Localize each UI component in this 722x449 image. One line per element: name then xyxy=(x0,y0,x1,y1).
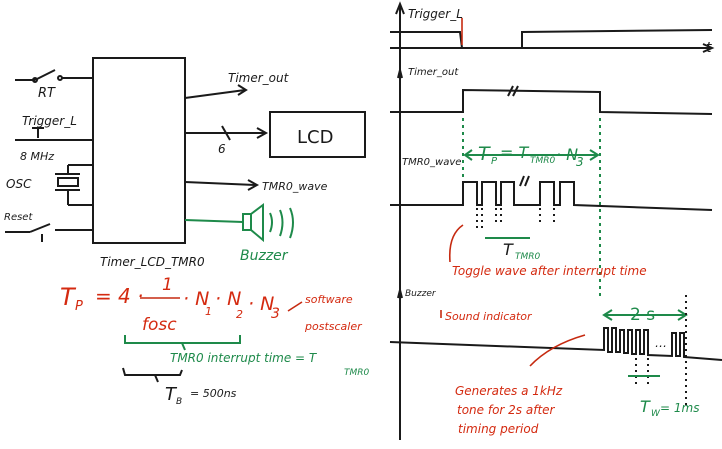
trigger-switch: Trigger_L xyxy=(15,114,93,141)
equals-sign: = xyxy=(95,284,112,308)
ttmr0-symbol: T xyxy=(503,240,514,259)
bus-width-label: 6 xyxy=(218,142,226,156)
tp-formula-eq: = T xyxy=(500,143,529,162)
timer-out-output: Timer_out xyxy=(184,71,290,99)
buzzer-output: Buzzer xyxy=(184,203,294,264)
tw-sub: W xyxy=(651,409,661,419)
oscillator: 8 MHz OSC xyxy=(6,150,93,206)
tmr0-wave-label: TMR0_wave xyxy=(262,180,328,193)
period-equation: T P = 4 · 1 fosc · N 1 · N 2 · N 3 softw… xyxy=(60,275,370,407)
tp-formula-tmr0: TMR0 xyxy=(530,156,556,166)
timer-block xyxy=(92,57,186,244)
tone-note-line-1: Generates a 1kHz xyxy=(455,384,563,398)
tw-symbol: T xyxy=(640,397,651,416)
ttmr0-sub: TMR0 xyxy=(515,252,541,262)
n3: · N xyxy=(248,293,274,315)
software-note: software xyxy=(305,293,353,306)
tmr0-interrupt-label: TMR0 interrupt time = T xyxy=(170,351,318,365)
timer-out-waveform xyxy=(390,88,713,115)
n2: · N xyxy=(215,288,241,310)
n2-sub: 2 xyxy=(236,308,243,321)
crystal-icon xyxy=(57,177,79,187)
postscaler-note: postscaler xyxy=(304,320,363,333)
speaker-icon xyxy=(242,213,252,231)
n3-sub: 3 xyxy=(271,306,280,322)
lcd-output: 6 LCD xyxy=(185,111,366,158)
tw-value: = 1ms xyxy=(660,401,699,415)
duration-label: 2 s xyxy=(630,305,655,325)
timing-tmr0-wave-label: TMR0_wave xyxy=(402,157,461,168)
tp-formula-sub: P xyxy=(491,156,498,167)
tp-formula-symbol: T xyxy=(478,143,491,165)
timing-timer-out-label: Timer_out xyxy=(408,67,459,78)
tb-symbol: T xyxy=(165,384,178,405)
tone-note-line-2: tone for 2s after xyxy=(457,403,556,417)
timing-trigger-label: Trigger_L xyxy=(408,7,463,21)
tmr0-wave-output: TMR0_wave xyxy=(184,179,328,193)
tb-value: = 500ns xyxy=(190,387,237,400)
numerator: 1 xyxy=(162,275,173,295)
timing-diagram: Trigger_L t Timer_out T P = T TMR0 · N 3… xyxy=(389,1,722,440)
tmr0-waveform xyxy=(390,181,713,211)
trigger-label: Trigger_L xyxy=(22,114,77,128)
timer-out-label: Timer_out xyxy=(228,71,290,85)
ellipsis: … xyxy=(655,336,667,350)
time-axis-label: t xyxy=(706,40,712,56)
n1-sub: 1 xyxy=(205,305,212,318)
tone-note-line-3: timing period xyxy=(458,422,539,436)
tp-formula-n3-sub: 3 xyxy=(576,155,584,169)
tb-sub: B xyxy=(176,397,182,407)
tp-formula-n3: · N xyxy=(556,145,578,164)
tp-formula: T P = T TMR0 · N 3 xyxy=(478,143,584,169)
osc-freq-label: 8 MHz xyxy=(20,150,54,163)
trigger-waveform xyxy=(390,29,713,49)
denominator: fosc xyxy=(142,315,177,335)
buzzer-waveform xyxy=(389,327,722,361)
toggle-note: Toggle wave after interrupt time xyxy=(452,264,647,278)
rt-switch: RT xyxy=(15,69,93,101)
reset-label: Reset xyxy=(4,212,33,223)
osc-label: OSC xyxy=(6,177,32,191)
factor-4: 4 · xyxy=(118,284,143,308)
tp-symbol: T xyxy=(60,283,77,311)
rt-label: RT xyxy=(38,86,56,101)
buzzer-label: Buzzer xyxy=(240,248,289,264)
lcd-box xyxy=(269,111,366,158)
tmr0-sub: TMR0 xyxy=(344,368,370,378)
n1: · N xyxy=(183,288,209,310)
reset-switch: Reset xyxy=(4,212,93,242)
tb-brace xyxy=(122,367,183,383)
block-diagram: Timer_LCD_TMR0 RT Trigger_L 8 MHz OSC xyxy=(4,57,366,269)
lcd-label: LCD xyxy=(297,127,333,148)
tp-subscript: P xyxy=(75,299,83,314)
tmr0-brace xyxy=(124,335,241,351)
timing-buzzer-label: Buzzer xyxy=(405,289,437,299)
block-name: Timer_LCD_TMR0 xyxy=(100,255,205,269)
sound-note: Sound indicator xyxy=(445,310,533,323)
